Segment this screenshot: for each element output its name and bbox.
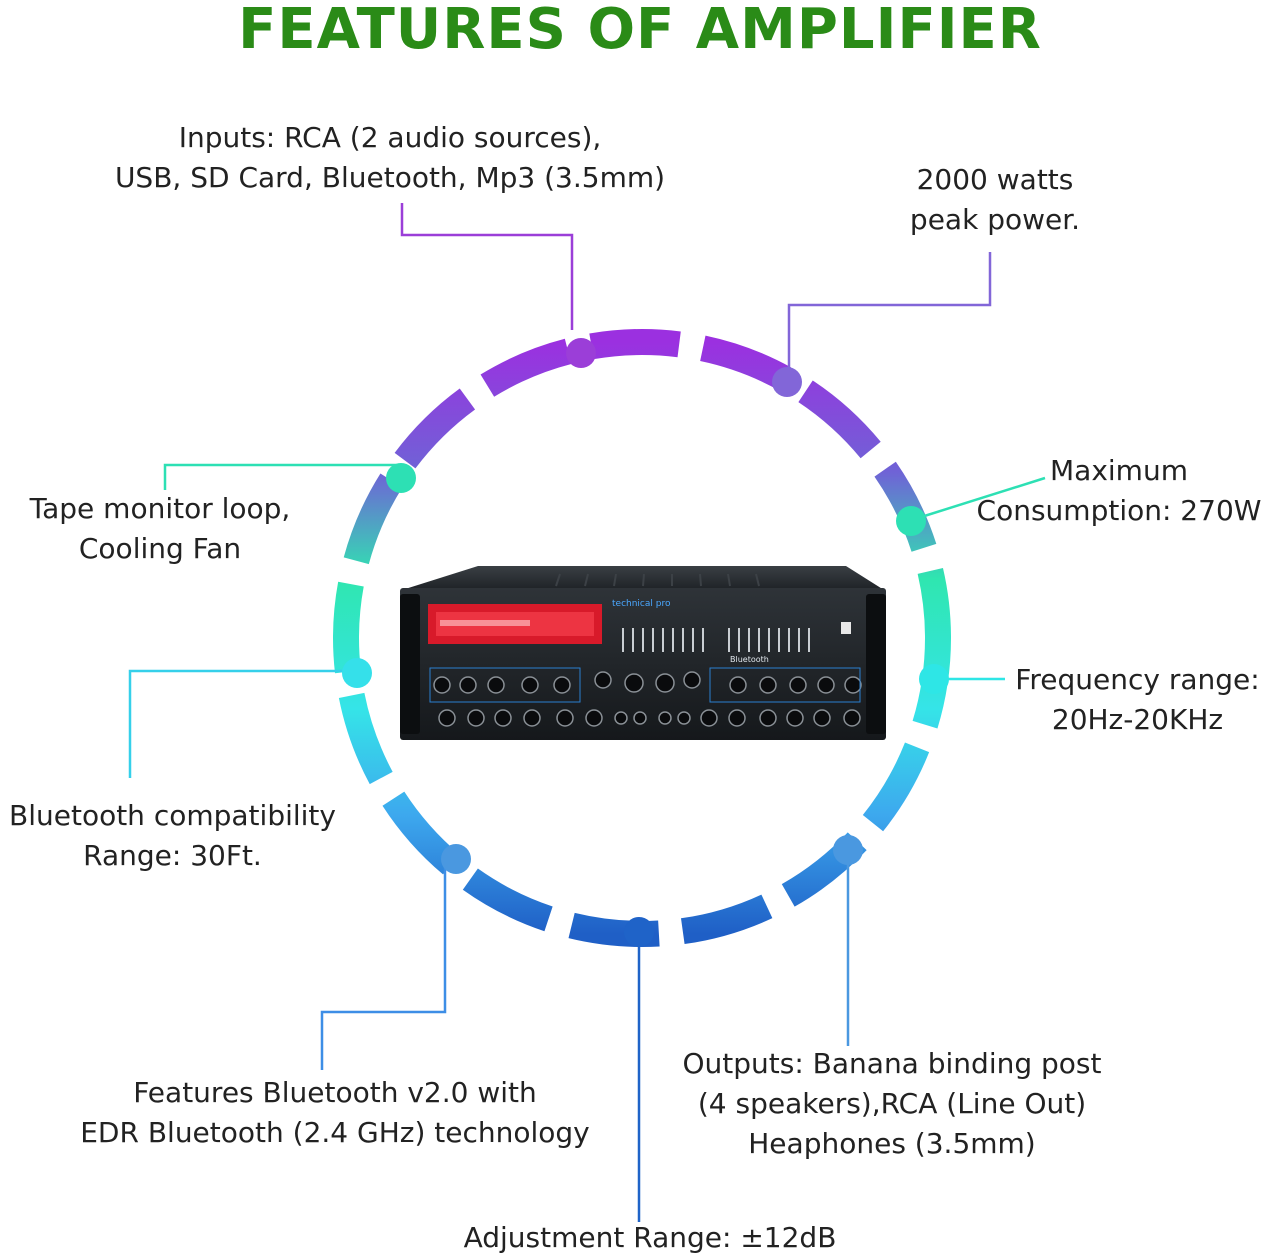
feature-outputs-line-3: Heaphones (3.5mm) [748,1127,1036,1160]
feature-outputs-line-1: Outputs: Banana binding post [682,1047,1102,1080]
feature-frequency-line-1: Frequency range: [1015,663,1260,696]
feature-inputs: Inputs: RCA (2 audio sources), USB, SD C… [90,118,690,198]
feature-bt-version-line-2: EDR Bluetooth (2.4 GHz) technology [80,1116,590,1149]
feature-consumption-line-2: Consumption: 270W [976,494,1262,527]
feature-power: 2000 watts peak power. [880,160,1110,240]
feature-outputs: Outputs: Banana binding post (4 speakers… [652,1044,1132,1164]
page-title: FEATURES OF AMPLIFIER [238,0,1042,62]
feature-consumption: Maximum Consumption: 270W [960,451,1278,531]
leader-line-consumption [917,476,1046,520]
leader-line-tape [163,463,398,490]
feature-consumption-line-1: Maximum [1050,454,1188,487]
svg-text:Bluetooth: Bluetooth [730,655,769,664]
feature-bt-range-line-2: Range: 30Ft. [83,839,262,872]
feature-tape: Tape monitor loop, Cooling Fan [10,489,310,569]
feature-inputs-line-2: USB, SD Card, Bluetooth, Mp3 (3.5mm) [114,161,666,194]
feature-bt-range-line-1: Bluetooth compatibility [9,799,336,832]
marker-dot-inputs [566,338,596,368]
feature-tape-line-2: Cooling Fan [78,532,242,565]
feature-power-line-2: peak power. [909,203,1081,236]
marker-dot-outputs [833,835,863,865]
leader-line-inputs [400,203,574,330]
leader-line-bt-range [128,669,348,778]
amplifier-image: technical pro Bluetooth [400,566,886,740]
feature-frequency-line-2: 20Hz-20KHz [1051,703,1224,736]
feature-adjustment-line-1: Adjustment Range: ±12dB [463,1221,837,1254]
leader-line-bt-version [320,862,447,1070]
svg-text:technical pro: technical pro [612,599,671,609]
feature-bt-range: Bluetooth compatibility Range: 30Ft. [0,796,345,876]
feature-bt-version-line-1: Features Bluetooth v2.0 with [133,1076,537,1109]
marker-dot-tape [386,463,416,493]
leader-line-power [787,252,992,368]
feature-power-line-1: 2000 watts [916,163,1074,196]
feature-adjustment: Adjustment Range: ±12dB [400,1218,900,1258]
marker-dot-bt-version [441,844,471,874]
feature-inputs-line-1: Inputs: RCA (2 audio sources), [178,121,602,154]
feature-tape-line-1: Tape monitor loop, [29,492,291,525]
feature-bt-version: Features Bluetooth v2.0 with EDR Bluetoo… [45,1073,625,1153]
marker-dot-consumption [896,506,926,536]
marker-dot-frequency [919,664,949,694]
feature-outputs-line-2: (4 speakers),RCA (Line Out) [697,1087,1087,1120]
feature-frequency: Frequency range: 20Hz-20KHz [1000,660,1275,740]
marker-dot-adjustment [624,917,654,947]
marker-dot-power [772,367,802,397]
marker-dot-bt-range [342,658,372,688]
